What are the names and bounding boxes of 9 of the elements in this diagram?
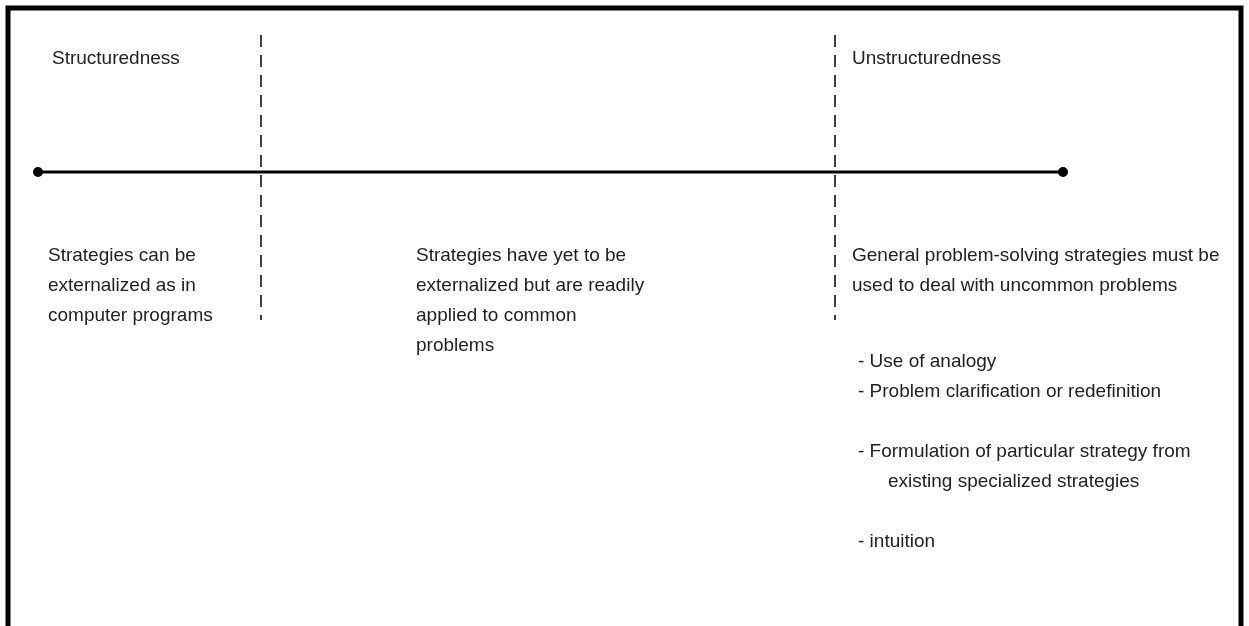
description: Strategies can be externalized as in computer programs <box>48 243 214 327</box>
list-item: - Use of analogy <box>858 349 998 373</box>
list-item: - intuition <box>858 529 937 553</box>
heading: Structuredness <box>52 46 181 70</box>
description: Strategies have yet to be externalized but are readily applied to common problems <box>416 243 646 357</box>
list-item: - Formulation of particular strategy from existing specialized strategies <box>858 439 1192 493</box>
heading: Unstructuredness <box>852 46 1002 70</box>
list-item: - Problem clarification or redefinition <box>858 379 1163 403</box>
description: General problem-solving strategies must be used to deal with uncommon problems <box>852 243 1221 297</box>
